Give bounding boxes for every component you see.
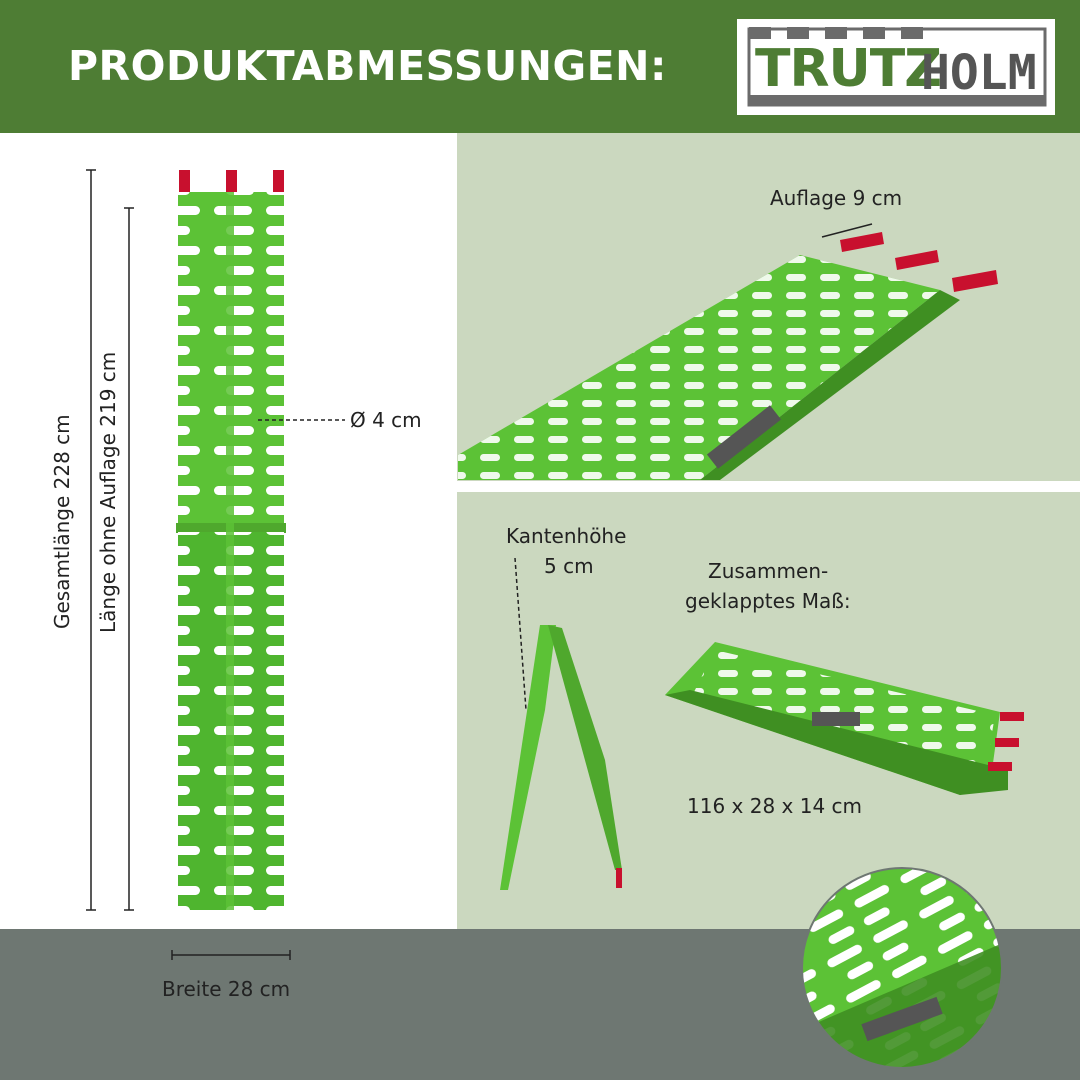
ramp-folded-view: [665, 642, 1024, 795]
width-label: Breite 28 cm: [162, 977, 291, 1001]
diameter-label: Ø 4 cm: [350, 408, 422, 432]
edge-height-label-1: Kantenhöhe: [506, 524, 627, 548]
ramp-angled-view: [458, 223, 998, 480]
logo-graphic: [747, 27, 1047, 107]
edge-height-label-2: 5 cm: [544, 554, 594, 578]
length-without-support-label: Länge ohne Auflage 219 cm: [96, 351, 120, 633]
support-label: Auflage 9 cm: [770, 186, 903, 210]
logo-text-holm: HOLM: [921, 45, 1037, 101]
ramp-side-view: [500, 557, 622, 890]
brand-logo: TRUTZ HOLM: [737, 19, 1055, 115]
surface-detail-view: [802, 868, 1002, 1068]
folded-label-1: Zusammen-: [708, 559, 829, 583]
folded-label-2: geklapptes Maß:: [685, 589, 851, 613]
total-length-label: Gesamtlänge 228 cm: [50, 414, 74, 629]
logo-text-trutz: TRUTZ: [755, 39, 942, 99]
ramp-top-view: [176, 170, 286, 910]
folded-size-label: 116 x 28 x 14 cm: [687, 794, 863, 818]
page-title: PRODUKTABMESSUNGEN:: [68, 42, 667, 90]
